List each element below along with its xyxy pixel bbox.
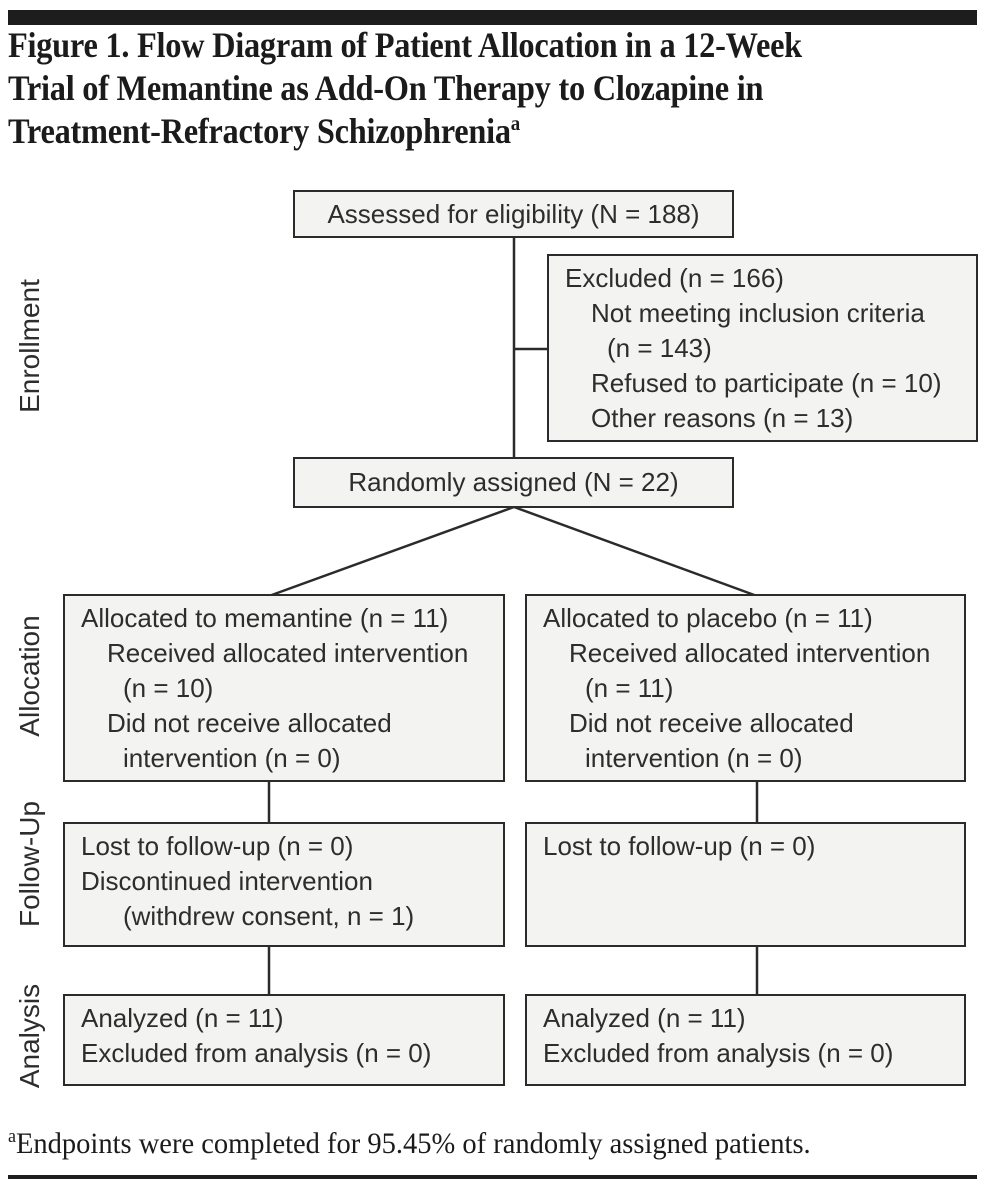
footnote-text: Endpoints were completed for 95.45% of r… (16, 1127, 811, 1160)
box-line: intervention (n = 0) (123, 743, 341, 773)
box-line: (withdrew consent, n = 1) (123, 901, 415, 931)
randomized-box: Randomly assigned (N = 22) (293, 457, 734, 508)
stage-label-allocation: Allocation (14, 615, 45, 737)
box-line: Did not receive allocated (107, 708, 392, 738)
top-rule (8, 10, 977, 25)
box-line: Received allocated intervention (569, 638, 931, 668)
box-line: Analyzed (n = 11) (543, 1003, 746, 1033)
box-line: Lost to follow-up (n = 0) (543, 831, 816, 861)
figure-title: Figure 1. Flow Diagram of Patient Alloca… (8, 24, 985, 153)
box-line: Lost to follow-up (n = 0) (81, 831, 354, 861)
analysis-memantine-box: Analyzed (n = 11) Excluded from analysis… (63, 994, 505, 1086)
stage-label-enrollment: Enrollment (14, 279, 45, 413)
box-line: Not meeting inclusion criteria (591, 298, 925, 328)
box-line: Other reasons (n = 13) (591, 403, 854, 433)
box-line: Allocated to placebo (n = 11) (543, 603, 873, 633)
assessed-box-text: Assessed for eligibility (N = 188) (327, 198, 700, 229)
box-line: intervention (n = 0) (585, 743, 803, 773)
box-line: (n = 10) (123, 673, 214, 703)
figure-footnote: aEndpoints were completed for 95.45% of … (8, 1124, 985, 1164)
box-line: (n = 143) (607, 333, 712, 363)
box-line: Excluded from analysis (n = 0) (543, 1038, 894, 1068)
allocation-memantine-box: Allocated to memantine (n = 11) Received… (63, 594, 505, 782)
connector-randomized-placebo (513, 505, 758, 598)
box-line: Discontinued intervention (81, 866, 373, 896)
box-line: Analyzed (n = 11) (81, 1003, 284, 1033)
box-line: Excluded (n = 166) (565, 263, 784, 293)
box-line: Refused to participate (n = 10) (591, 368, 942, 398)
bottom-rule (8, 1175, 977, 1179)
allocation-placebo-box: Allocated to placebo (n = 11) Received a… (525, 594, 966, 782)
followup-placebo-box: Lost to follow-up (n = 0) (525, 822, 966, 947)
title-footnote-marker: a (510, 111, 520, 135)
assessed-box: Assessed for eligibility (N = 188) (293, 190, 734, 238)
figure-title-line-2: Trial of Memantine as Add-On Therapy to … (8, 68, 764, 108)
stage-label-followup: Follow-Up (14, 800, 45, 928)
figure-title-line-3: Treatment-Refractory Schizophreniaa (8, 111, 520, 151)
analysis-placebo-box: Analyzed (n = 11) Excluded from analysis… (525, 994, 966, 1086)
figure-title-line-1: Figure 1. Flow Diagram of Patient Alloca… (8, 25, 802, 65)
connector-randomized-memantine (268, 505, 515, 598)
box-line: (n = 11) (585, 673, 674, 703)
stage-label-analysis: Analysis (14, 983, 45, 1089)
box-line: Allocated to memantine (n = 11) (81, 603, 449, 633)
excluded-box: Excluded (n = 166) Not meeting inclusion… (547, 254, 978, 442)
randomized-box-text: Randomly assigned (N = 22) (348, 467, 679, 497)
box-line: Excluded from analysis (n = 0) (81, 1038, 432, 1068)
footnote-marker: a (8, 1126, 17, 1147)
followup-memantine-box: Lost to follow-up (n = 0) Discontinued i… (63, 822, 505, 947)
box-line: Did not receive allocated (569, 708, 854, 738)
box-line: Received allocated intervention (107, 638, 469, 668)
